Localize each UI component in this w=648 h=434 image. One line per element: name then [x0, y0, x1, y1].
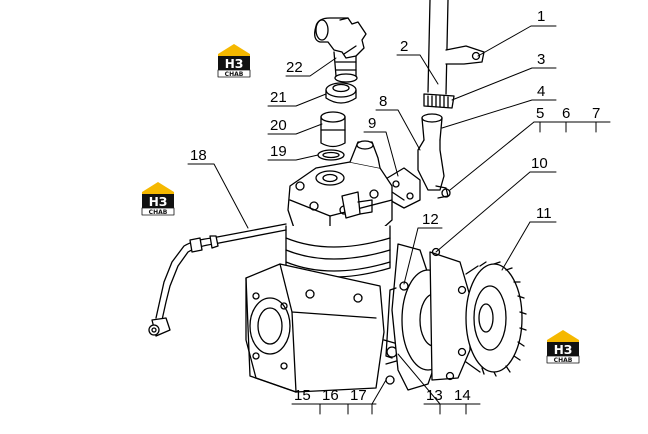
callout-7: 7 [592, 105, 600, 122]
logo-mark: НЗ [225, 57, 244, 71]
callout-4: 4 [537, 83, 545, 100]
brand-logo-3: НЗ CHAB [546, 330, 580, 364]
leader-lines [187, 25, 611, 415]
callout-labels: 1 2 3 4 5 6 7 8 9 10 11 12 13 14 15 16 1… [190, 8, 600, 404]
logo-mark: НЗ [149, 195, 168, 209]
hose-part-4 [417, 113, 451, 199]
callout-14: 14 [454, 387, 471, 404]
brand-logo-2: НЗ CHAB [141, 182, 175, 216]
callout-19: 19 [270, 143, 287, 160]
callout-6: 6 [562, 105, 570, 122]
callout-12: 12 [422, 211, 439, 228]
logo-sub: CHAB [554, 357, 573, 364]
callout-18: 18 [190, 147, 207, 164]
cylinder-body [285, 225, 391, 278]
logo-mark: НЗ [554, 343, 573, 357]
nut-part-21 [325, 82, 357, 104]
compressor-head [287, 140, 393, 241]
callout-3: 3 [537, 51, 545, 68]
seal-ring-part-19 [317, 149, 345, 161]
crankcase [245, 263, 401, 393]
adapter-part-20 [320, 111, 346, 148]
gear-part-11 [465, 261, 527, 377]
callout-21: 21 [270, 89, 287, 106]
callout-17: 17 [350, 387, 367, 404]
callout-1: 1 [537, 8, 545, 25]
callout-13: 13 [426, 387, 443, 404]
tube-part-18 [148, 223, 287, 337]
callout-22: 22 [286, 59, 303, 76]
callout-11: 11 [536, 205, 552, 222]
pipe-part-2 [423, 0, 485, 109]
plate-part-10 [429, 247, 471, 381]
elbow-fitting-part-22 [314, 17, 367, 83]
logo-sub: CHAB [149, 209, 168, 216]
callout-5: 5 [536, 105, 544, 122]
logo-sub: CHAB [225, 71, 244, 78]
brand-logo-1: НЗ CHAB [217, 44, 251, 78]
callout-2: 2 [400, 38, 408, 55]
callout-15: 15 [294, 387, 311, 404]
callout-20: 20 [270, 117, 287, 134]
callout-8: 8 [379, 93, 387, 110]
callout-10: 10 [531, 155, 548, 172]
callout-16: 16 [322, 387, 339, 404]
callout-9: 9 [368, 115, 376, 132]
gasket-part-9 [383, 167, 421, 209]
